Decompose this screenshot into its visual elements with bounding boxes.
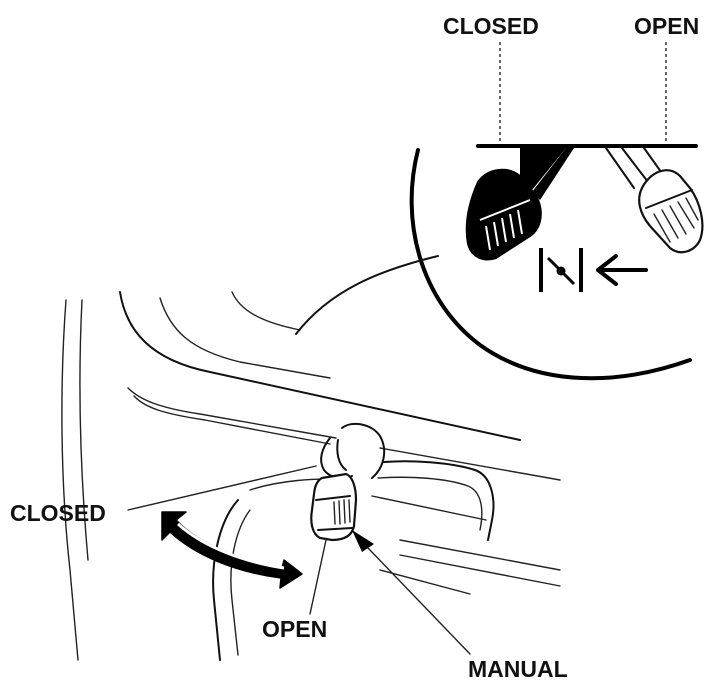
inset-magnifier [295, 42, 704, 381]
choke-symbol-icon [539, 248, 583, 292]
direction-arrow-icon [596, 254, 648, 286]
manual-label: MANUAL [468, 656, 568, 682]
inset-lever-open [605, 147, 704, 254]
inset-open-label: OPEN [634, 13, 699, 39]
inset-pointer-line [295, 255, 439, 335]
leader-lines [127, 465, 471, 655]
inset-closed-label: CLOSED [443, 13, 539, 39]
inset-lever-closed [465, 148, 574, 261]
movement-arrow [161, 511, 303, 589]
choke-lever [310, 422, 386, 542]
open-leader-line [309, 539, 327, 615]
manual-leader-line [367, 547, 471, 655]
closed-leader-line [127, 465, 317, 511]
main-closed-label: CLOSED [10, 500, 106, 526]
manual-arrowhead [352, 530, 374, 552]
main-open-label: OPEN [262, 616, 327, 642]
inset-circle-outline [409, 148, 692, 381]
